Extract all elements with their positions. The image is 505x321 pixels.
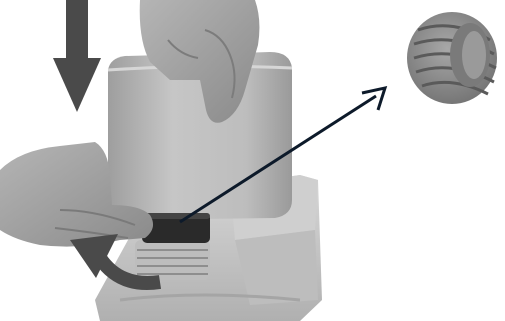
threaded-adapter-part (407, 12, 497, 104)
threaded-neck (135, 240, 210, 280)
down-arrow-icon (53, 0, 101, 112)
